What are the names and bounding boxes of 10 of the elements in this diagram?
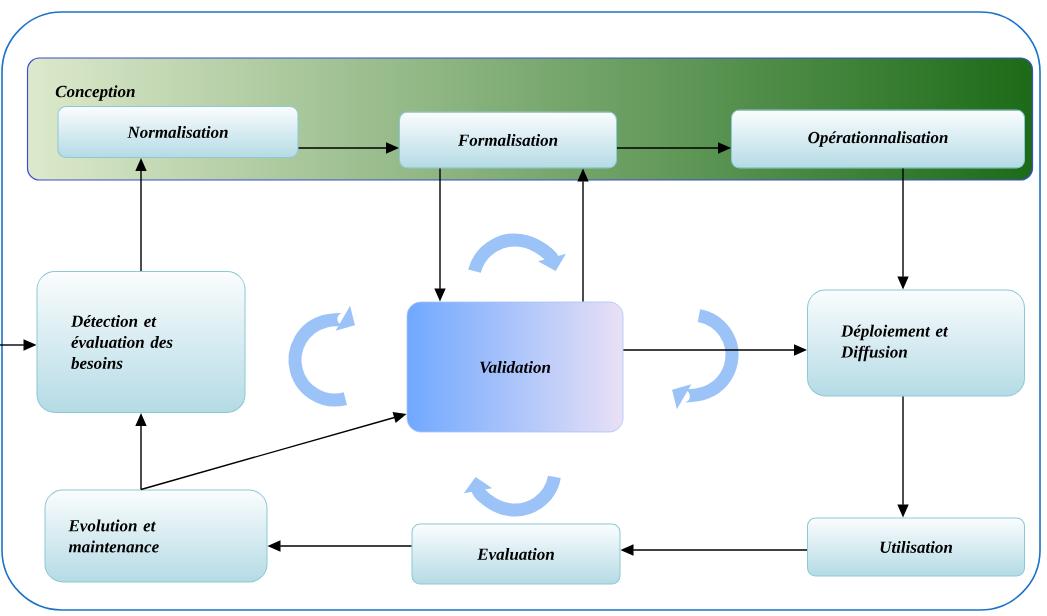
process-frame xyxy=(1,11,1041,611)
process-box: Evaluation xyxy=(411,523,621,585)
process-box: Evolution et maintenance xyxy=(44,489,268,583)
process-box: Normalisation xyxy=(57,106,299,158)
process-box: Déploiement et Diffusion xyxy=(807,289,1025,397)
process-box: Utilisation xyxy=(807,517,1025,577)
process-box: Détection et évaluation des besoins xyxy=(36,271,246,413)
process-box: Formalisation xyxy=(399,111,617,169)
process-box: Opérationnalisation xyxy=(731,109,1025,169)
validation-box: Validation xyxy=(406,301,624,433)
